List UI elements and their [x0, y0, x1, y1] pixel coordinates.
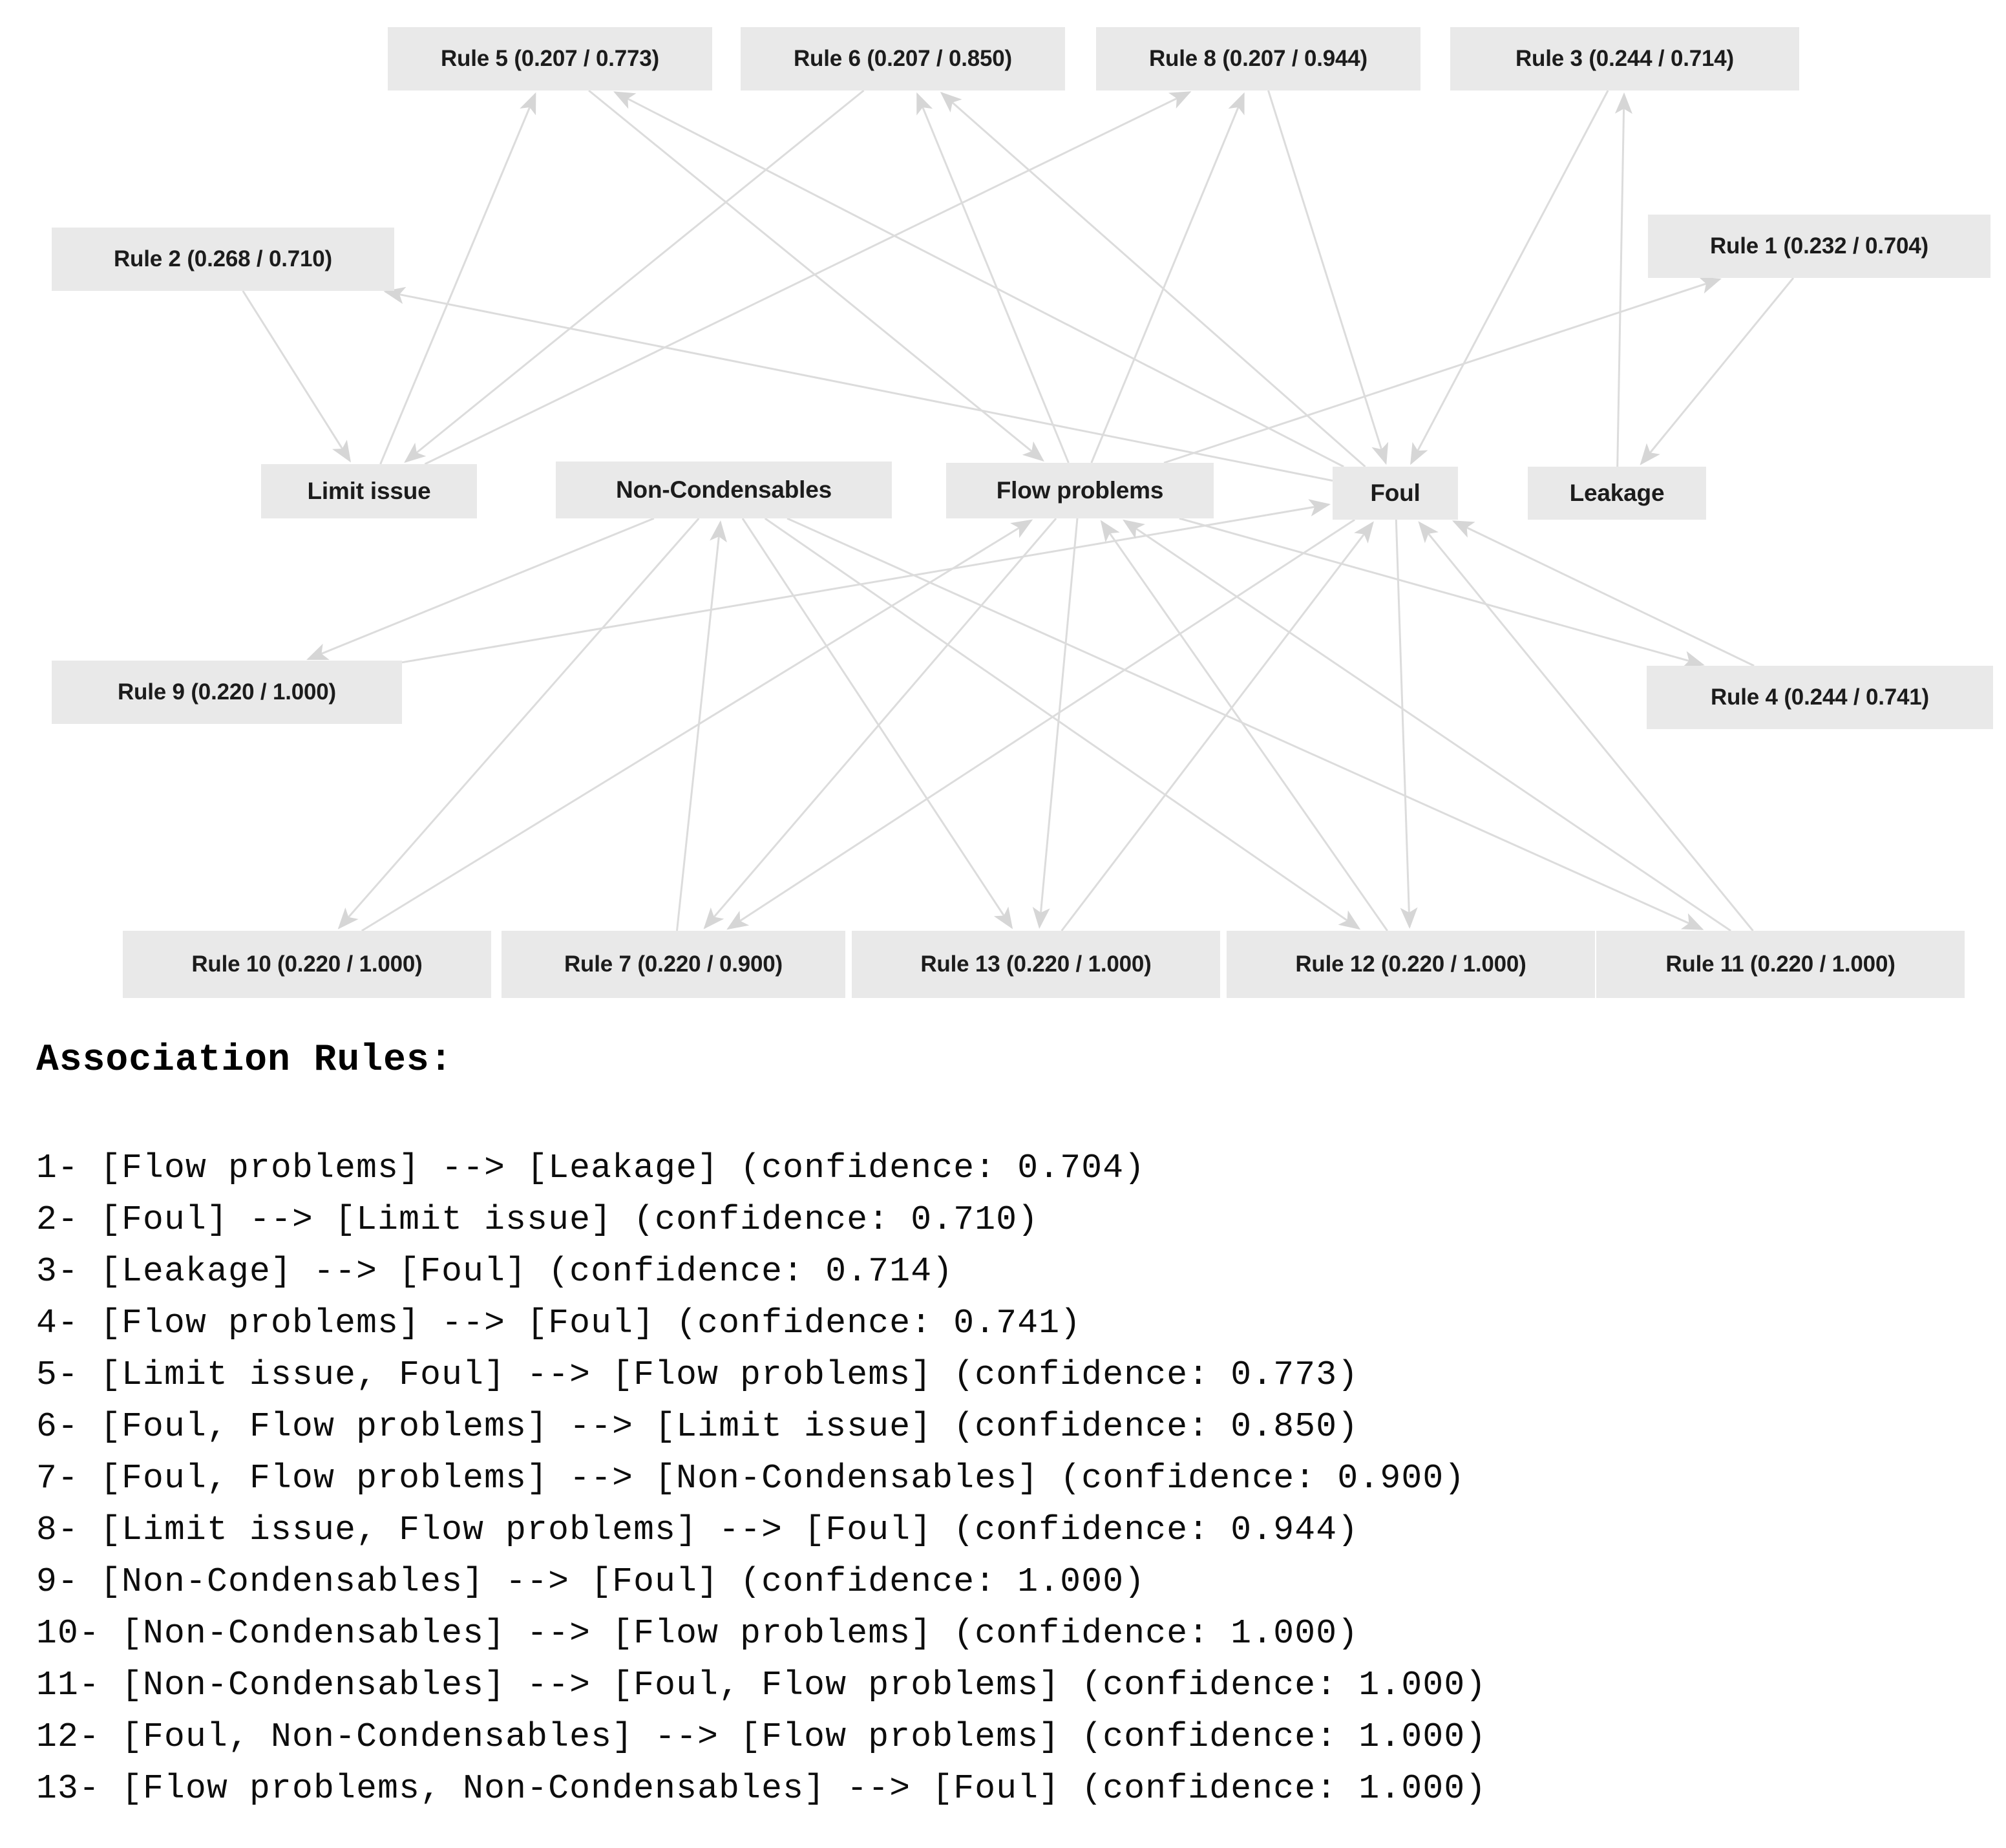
graph-edge-rule11-to-flow — [1123, 519, 1731, 932]
graph-node-rule12[interactable]: Rule 12 (0.220 / 1.000) — [1227, 931, 1595, 998]
graph-node-label: Rule 4 (0.244 / 0.741) — [1710, 684, 1929, 710]
graph-edge-foul-to-rule6 — [940, 92, 1366, 468]
association-rule-line: 12- [Foul, Non-Condensables] --> [Flow p… — [36, 1717, 1487, 1756]
graph-node-label: Non-Condensables — [616, 476, 832, 503]
graph-edge-flow-to-rule13 — [1032, 518, 1079, 929]
graph-node-label: Rule 5 (0.207 / 0.773) — [440, 45, 659, 71]
association-rule-line: 1- [Flow problems] --> [Leakage] (confid… — [36, 1149, 1146, 1187]
association-rule-line: 6- [Foul, Flow problems] --> [Limit issu… — [36, 1407, 1359, 1446]
graph-edge-limit-to-rule5 — [379, 92, 536, 465]
graph-node-rule1[interactable]: Rule 1 (0.232 / 0.704) — [1648, 215, 1990, 278]
association-rule-line: 10- [Non-Condensables] --> [Flow problem… — [36, 1614, 1359, 1653]
association-rule-line: 3- [Leakage] --> [Foul] (confidence: 0.7… — [36, 1252, 954, 1291]
graph-node-label: Rule 9 (0.220 / 1.000) — [117, 679, 336, 705]
graph-node-label: Rule 6 (0.207 / 0.850) — [793, 45, 1012, 71]
graph-edge-rule4-to-foul — [1452, 520, 1755, 667]
graph-node-label: Leakage — [1569, 479, 1665, 506]
graph-edge-rule13-to-foul — [1061, 521, 1374, 931]
graph-node-rule11[interactable]: Rule 11 (0.220 / 1.000) — [1596, 931, 1965, 998]
graph-node-limit[interactable]: Limit issue — [261, 464, 477, 518]
graph-node-label: Rule 13 (0.220 / 1.000) — [920, 951, 1152, 977]
graph-node-flow[interactable]: Flow problems — [946, 463, 1214, 518]
association-rules-list: 1- [Flow problems] --> [Leakage] (confid… — [36, 1142, 2006, 1814]
graph-node-label: Rule 10 (0.220 / 1.000) — [191, 951, 423, 977]
association-rule-line: 2- [Foul] --> [Limit issue] (confidence:… — [36, 1200, 1039, 1239]
graph-edge-rule2-to-limit — [242, 290, 351, 463]
graph-edge-noncond-to-rule13 — [741, 518, 1013, 929]
graph-node-rule9[interactable]: Rule 9 (0.220 / 1.000) — [52, 661, 402, 724]
association-rule-line: 4- [Flow problems] --> [Foul] (confidenc… — [36, 1304, 1082, 1343]
graph-node-label: Rule 12 (0.220 / 1.000) — [1295, 951, 1526, 977]
association-rule-line: 5- [Limit issue, Foul] --> [Flow problem… — [36, 1355, 1359, 1394]
graph-edge-noncond-to-rule11 — [787, 517, 1704, 930]
graph-node-leak[interactable]: Leakage — [1528, 467, 1706, 520]
graph-edge-rule1-to-leak — [1640, 277, 1795, 465]
graph-node-label: Rule 8 (0.207 / 0.944) — [1148, 45, 1367, 71]
graph-edge-rule6-to-limit — [404, 89, 865, 463]
graph-edge-foul-to-rule2 — [383, 286, 1333, 482]
graph-edge-rule9-to-foul — [401, 499, 1331, 664]
graph-node-label: Rule 1 (0.232 / 0.704) — [1709, 233, 1928, 259]
graph-edge-foul-to-rule5 — [613, 91, 1344, 468]
graph-edge-noncond-to-rule9 — [306, 517, 655, 661]
association-rules-text-panel: Association Rules: 1- [Flow problems] --… — [0, 1028, 2006, 1848]
graph-node-label: Rule 7 (0.220 / 0.900) — [564, 951, 783, 977]
graph-edge-rule10-to-flow — [361, 519, 1033, 932]
graph-node-label: Rule 11 (0.220 / 1.000) — [1665, 951, 1895, 977]
heading-spacer — [36, 1081, 2006, 1142]
graph-node-foul[interactable]: Foul — [1333, 467, 1458, 520]
graph-edge-rule3-to-foul — [1410, 90, 1609, 465]
graph-edge-leak-to-rule3 — [1614, 92, 1632, 467]
graph-node-rule2[interactable]: Rule 2 (0.268 / 0.710) — [52, 228, 394, 291]
association-rules-heading: Association Rules: — [36, 1039, 453, 1081]
graph-edge-rule12-to-flow — [1100, 520, 1388, 931]
graph-edge-rule7-to-noncond — [676, 520, 727, 931]
graph-node-rule4[interactable]: Rule 4 (0.244 / 0.741) — [1647, 666, 1993, 729]
graph-edge-flow-to-rule7 — [703, 518, 1057, 929]
association-rule-line: 13- [Flow problems, Non-Condensables] --… — [36, 1769, 1487, 1808]
graph-node-label: Foul — [1370, 479, 1420, 506]
graph-node-rule7[interactable]: Rule 7 (0.220 / 0.900) — [502, 931, 845, 998]
association-rule-line: 7- [Foul, Flow problems] --> [Non-Conden… — [36, 1459, 1466, 1498]
graph-node-label: Rule 3 (0.244 / 0.714) — [1515, 45, 1734, 71]
graph-node-rule10[interactable]: Rule 10 (0.220 / 1.000) — [123, 931, 491, 998]
graph-edge-limit-to-rule8 — [424, 91, 1192, 465]
graph-edge-flow-to-rule6 — [916, 92, 1070, 463]
graph-node-rule3[interactable]: Rule 3 (0.244 / 0.714) — [1450, 27, 1799, 90]
graph-edge-rule8-to-foul — [1267, 90, 1389, 465]
graph-node-rule6[interactable]: Rule 6 (0.207 / 0.850) — [741, 27, 1065, 90]
graph-node-rule8[interactable]: Rule 8 (0.207 / 0.944) — [1096, 27, 1420, 90]
graph-edge-flow-to-rule1 — [1163, 277, 1722, 464]
graph-node-label: Limit issue — [307, 477, 431, 504]
graph-edge-rule5-to-flow — [588, 89, 1044, 462]
graph-edge-noncond-to-rule12 — [764, 517, 1361, 930]
graph-edge-flow-to-rule8 — [1090, 92, 1245, 463]
association-rule-line: 11- [Non-Condensables] --> [Foul, Flow p… — [36, 1666, 1487, 1705]
graph-node-label: Rule 2 (0.268 / 0.710) — [113, 246, 332, 271]
association-rule-line: 8- [Limit issue, Flow problems] --> [Fou… — [36, 1511, 1359, 1549]
graph-edge-foul-to-rule7 — [726, 518, 1356, 930]
graph-node-noncond[interactable]: Non-Condensables — [556, 462, 892, 518]
association-rule-line: 9- [Non-Condensables] --> [Foul] (confid… — [36, 1562, 1146, 1601]
graph-edge-foul-to-rule12 — [1395, 519, 1418, 929]
association-rules-graph: Rule 5 (0.207 / 0.773) Rule 6 (0.207 / 0.… — [52, 27, 1993, 998]
graph-node-rule5[interactable]: Rule 5 (0.207 / 0.773) — [388, 27, 712, 90]
graph-edge-flow-to-rule4 — [1179, 517, 1705, 668]
graph-node-rule13[interactable]: Rule 13 (0.220 / 1.000) — [852, 931, 1220, 998]
graph-node-label: Flow problems — [996, 476, 1164, 504]
